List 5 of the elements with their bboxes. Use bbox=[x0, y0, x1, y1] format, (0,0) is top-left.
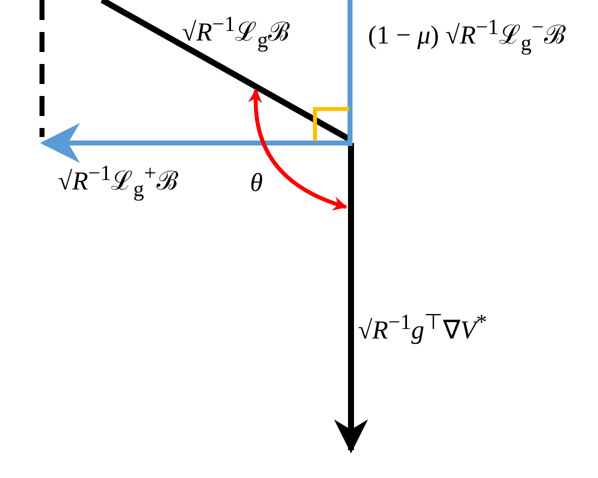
angle-label: θ bbox=[250, 170, 263, 196]
vector-label: √R$^{−1}$g$^{⊤}$∇V$^{*}$ bbox=[358, 312, 487, 344]
vector-label: √R$^{−1}$ℒ$_{g}$$^{+}$ℬ bbox=[58, 163, 178, 201]
vector-label: √R$^{−1}$ℒ$_{g}$ℬ bbox=[182, 14, 290, 52]
vector-label: (1 − μ) √R$^{−1}$ℒ$_{g}$$^{−}$ℬ bbox=[368, 17, 566, 55]
